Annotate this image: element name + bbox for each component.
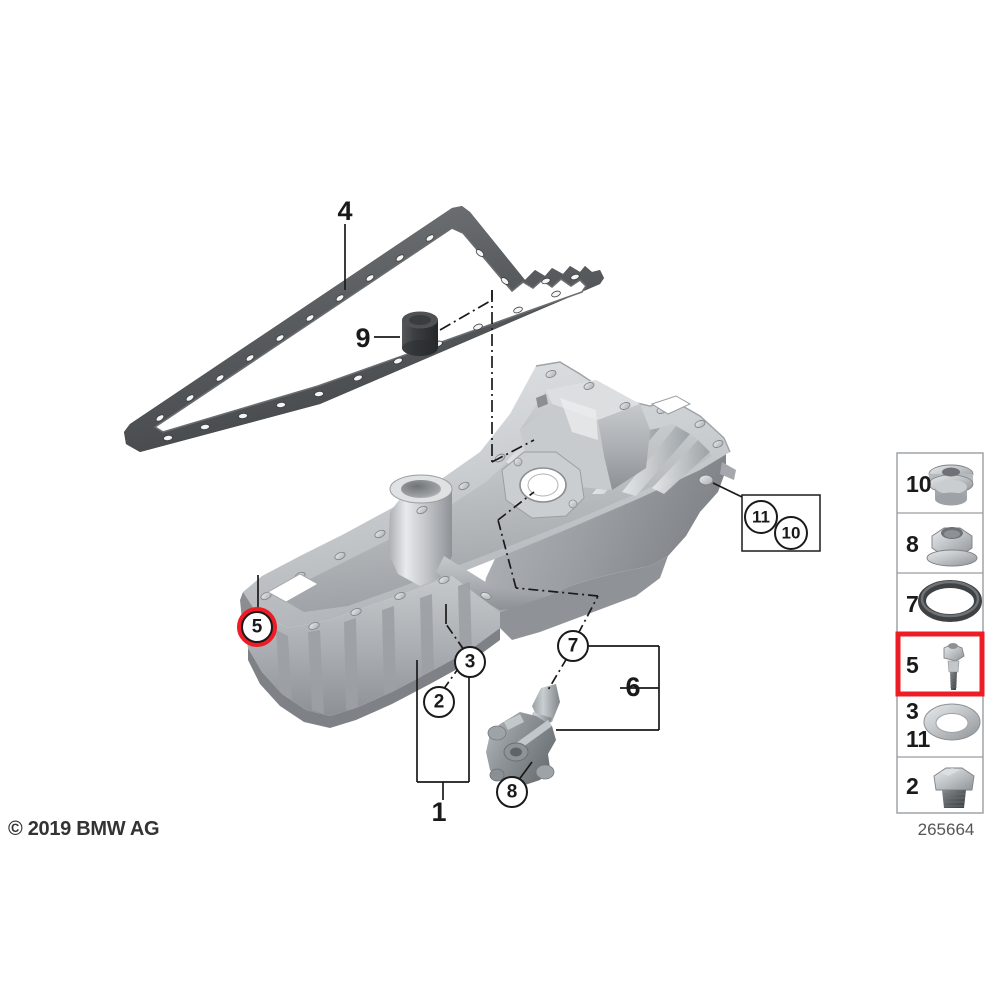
chain-line-7 <box>547 657 568 691</box>
callout-circle <box>744 500 778 534</box>
callout-7[interactable]: 7 <box>557 630 589 662</box>
bracket-6-label: 6 <box>625 672 640 702</box>
legend-icon-o-ring-icon <box>918 580 982 622</box>
callout-3-label: 3 <box>465 652 476 673</box>
legend-number-5: 5 <box>906 652 919 678</box>
legend-icon-flanged-hex-nut-icon <box>926 527 978 567</box>
bracket-6-lines <box>587 645 660 731</box>
leader-lines <box>257 224 821 800</box>
bracket-1-lines <box>416 674 470 800</box>
callout-10[interactable]: 10 <box>774 516 808 550</box>
part-oil-level-sensor <box>486 684 560 786</box>
callout-5-label: 5 <box>252 617 263 638</box>
legend-number-3: 3 <box>906 698 919 724</box>
callout-9[interactable]: 9 <box>355 323 370 353</box>
part-sealing-plug <box>402 311 438 356</box>
callout-2[interactable]: 2 <box>423 686 455 718</box>
callout-3[interactable]: 3 <box>454 646 486 678</box>
bracket-6[interactable]: 6 <box>625 672 640 702</box>
part-oil-pan-casting <box>240 361 736 728</box>
callout-circle <box>423 686 455 718</box>
legend-highlight-box-5 <box>895 631 985 697</box>
callout-circle <box>496 776 528 808</box>
callout-8-label: 8 <box>507 782 518 803</box>
callout-11[interactable]: 11 <box>744 500 778 534</box>
callout-5[interactable]: 5 <box>237 607 277 647</box>
callout-circle <box>774 516 808 550</box>
callout-4-label: 4 <box>337 196 352 226</box>
legend-number-10: 10 <box>906 471 932 497</box>
legend-icon-sealing-washer-icon <box>923 703 981 741</box>
callout-circle <box>241 611 273 643</box>
bracket-1[interactable]: 1 <box>431 797 446 827</box>
callout-box-11-10 <box>741 494 821 552</box>
legend-number-11: 11 <box>906 726 931 752</box>
callout-circle <box>557 630 589 662</box>
callout-circle <box>454 646 486 678</box>
leader-8 <box>517 761 533 782</box>
callout-10-label: 10 <box>782 524 801 543</box>
leader-11-10 <box>712 482 743 498</box>
callout-9-label: 9 <box>355 323 370 353</box>
callout-7-label: 7 <box>568 636 579 657</box>
legend-numbers: 10 8 7 5 311 2 <box>906 471 932 799</box>
callout-markers: 4 9 5 11 10 32 7 8 1 6 <box>237 196 808 827</box>
legend-number-8: 8 <box>906 531 919 557</box>
callout-4[interactable]: 4 <box>337 196 352 226</box>
copyright-notice: © 2019 BMW AG <box>8 818 160 840</box>
chain-line-plug9 <box>439 290 535 463</box>
callout-11-label: 11 <box>752 508 770 527</box>
legend-icon-hex-flange-bolt-icon <box>943 643 965 690</box>
legend-icon-hex-head-plug-icon <box>933 767 975 808</box>
callout-2-label: 2 <box>434 692 445 713</box>
legend-icon-drain-plug-fitting-icon <box>928 464 974 506</box>
callout-8[interactable]: 8 <box>496 776 528 808</box>
part-oil-pan-gasket <box>124 206 604 452</box>
chain-line-7-upper <box>497 491 599 635</box>
legend-number-2: 2 <box>906 773 919 799</box>
legend-number-7: 7 <box>906 591 919 617</box>
chain-line-3 <box>445 623 465 651</box>
bracket-1-label: 1 <box>431 797 446 827</box>
drawing-number: 265664 <box>917 820 975 839</box>
legend-panel: 10 8 7 5 311 2 <box>895 452 985 814</box>
